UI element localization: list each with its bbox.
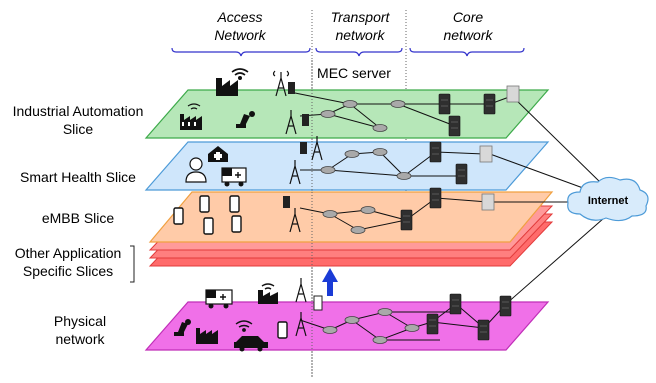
cell-tower-icon xyxy=(272,70,290,97)
brace-access xyxy=(171,47,311,57)
label-embb: eMBB Slice xyxy=(42,210,115,226)
header-core-line1: Core xyxy=(453,9,484,25)
cell-tower-icon xyxy=(295,312,307,337)
label-smart-health: Smart Health Slice xyxy=(20,169,136,185)
factory-icon xyxy=(216,78,238,96)
smartphone-icon xyxy=(229,195,240,213)
server-icon xyxy=(429,187,442,209)
router-icon xyxy=(390,100,406,108)
label-physical-line2: network xyxy=(55,331,105,347)
server-icon xyxy=(429,141,442,163)
cell-tower-icon xyxy=(285,110,297,135)
robot-arm-icon xyxy=(236,111,255,128)
servers xyxy=(400,85,520,341)
robot-arm-icon xyxy=(174,319,191,336)
server-icon xyxy=(438,93,451,115)
mec-server-icon xyxy=(288,82,295,94)
ambulance-icon xyxy=(205,289,233,309)
server-icon xyxy=(448,115,461,137)
cell-tower-icon xyxy=(311,136,323,161)
router-icon xyxy=(372,124,388,132)
header-transport-line2: network xyxy=(335,27,385,43)
router-icon xyxy=(404,324,420,332)
router-icon xyxy=(320,110,336,118)
header-access-line2: Network xyxy=(214,27,266,43)
bracket-other-slices xyxy=(130,245,135,283)
car-icon xyxy=(234,336,268,352)
smartphone-icon xyxy=(277,321,288,339)
up-arrow-icon xyxy=(322,268,338,296)
smartphones-embb xyxy=(173,195,242,235)
internet-cloud-icon[interactable]: Internet xyxy=(567,176,649,222)
wifi-icon xyxy=(261,283,275,290)
mec-server-icon xyxy=(302,114,309,126)
brace-transport xyxy=(315,47,403,57)
industrial-network xyxy=(289,91,513,129)
header-transport: Transport network xyxy=(315,9,403,57)
cell-tower-icon xyxy=(289,160,301,185)
router-icon xyxy=(344,316,360,324)
mec-server-icon xyxy=(313,295,323,311)
doctor-icon xyxy=(185,157,207,183)
router-icon xyxy=(396,172,412,180)
mec-server-icon xyxy=(300,142,307,154)
router-icon xyxy=(344,150,360,158)
router-icon xyxy=(360,206,376,214)
server-icon xyxy=(477,319,490,341)
header-core: Core network xyxy=(409,9,525,57)
wifi-icon xyxy=(235,320,253,332)
router-icon xyxy=(377,308,393,316)
factory-icon xyxy=(180,114,202,130)
internet-label: Internet xyxy=(588,195,629,207)
cell-tower-icon xyxy=(295,278,307,303)
label-industrial-line2: Slice xyxy=(63,121,94,137)
server-icon xyxy=(449,293,462,315)
cell-towers xyxy=(272,70,323,337)
cell-tower-icon xyxy=(289,208,301,233)
hospital-icon xyxy=(208,146,228,162)
factory-icon xyxy=(258,290,278,304)
server-icon xyxy=(499,295,512,317)
header-access-line1: Access xyxy=(216,9,262,25)
ambulance-icon xyxy=(221,167,247,187)
server-icon xyxy=(506,85,520,103)
smartphone-icon xyxy=(173,207,184,225)
router-icon xyxy=(372,336,388,344)
router-icon xyxy=(372,148,388,156)
header-access: Access Network xyxy=(171,9,311,57)
router-icon xyxy=(322,210,338,218)
server-icon xyxy=(479,145,493,163)
router-icon xyxy=(342,100,358,108)
label-physical-line1: Physical xyxy=(54,313,106,329)
label-other-line1: Other Application xyxy=(15,245,122,261)
internet-links xyxy=(489,95,605,305)
wifi-icon xyxy=(231,68,249,81)
server-icon xyxy=(455,163,468,185)
wifi-icon xyxy=(187,103,201,110)
router-icon xyxy=(322,326,338,334)
label-other-line2: Specific Slices xyxy=(23,263,113,279)
header-transport-line1: Transport xyxy=(331,9,391,25)
routers xyxy=(320,100,420,344)
mec-boxes xyxy=(283,82,323,311)
mec-server-label: MEC server xyxy=(317,65,391,81)
router-icon xyxy=(350,226,366,234)
server-icon xyxy=(426,313,439,335)
server-icon xyxy=(481,193,495,211)
smartphone-icon xyxy=(199,195,210,213)
router-icon xyxy=(320,166,336,174)
factory-icon xyxy=(196,328,218,344)
server-icon xyxy=(400,209,413,231)
brace-core xyxy=(409,47,525,57)
mec-server-icon xyxy=(283,196,290,208)
label-industrial-line1: Industrial Automation xyxy=(13,103,144,119)
smartphone-icon xyxy=(203,217,214,235)
server-icon xyxy=(483,93,496,115)
smartphone-icon xyxy=(231,215,242,233)
header-core-line2: network xyxy=(443,27,493,43)
